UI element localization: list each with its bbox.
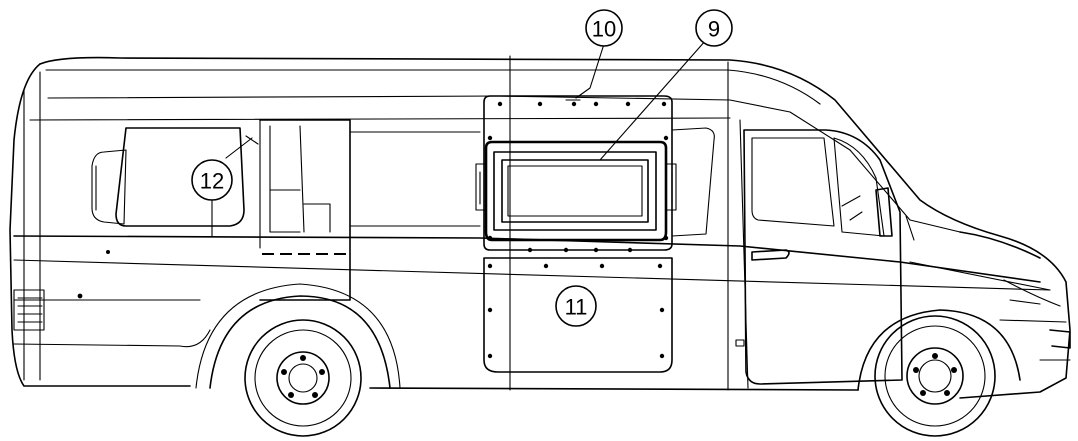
callout-11: 11 bbox=[555, 285, 597, 327]
door-lower-panel bbox=[77, 250, 673, 373]
callout-10-label: 10 bbox=[592, 17, 616, 42]
rear-side-window bbox=[91, 119, 352, 301]
callout-leaders bbox=[225, 39, 707, 161]
callout-11-label: 11 bbox=[565, 295, 588, 320]
cab-front-hood bbox=[849, 149, 1071, 361]
rear-wheel-arch bbox=[195, 283, 401, 389]
front-wheel bbox=[874, 315, 996, 437]
callout-9-label: 9 bbox=[708, 17, 720, 42]
callout-10: 10 bbox=[585, 9, 623, 47]
side-glass-right bbox=[349, 127, 715, 237]
rear-wheel bbox=[244, 319, 362, 437]
callout-12-label: 12 bbox=[200, 169, 224, 194]
cab-front-door bbox=[735, 129, 903, 385]
front-wheel-arch bbox=[857, 309, 1021, 391]
sliding-door-window-frame bbox=[483, 95, 673, 253]
callout-12: 12 bbox=[191, 159, 233, 201]
callout-9: 9 bbox=[695, 9, 733, 47]
van-body-outline bbox=[9, 55, 1071, 399]
sliding-door-window bbox=[475, 140, 677, 242]
